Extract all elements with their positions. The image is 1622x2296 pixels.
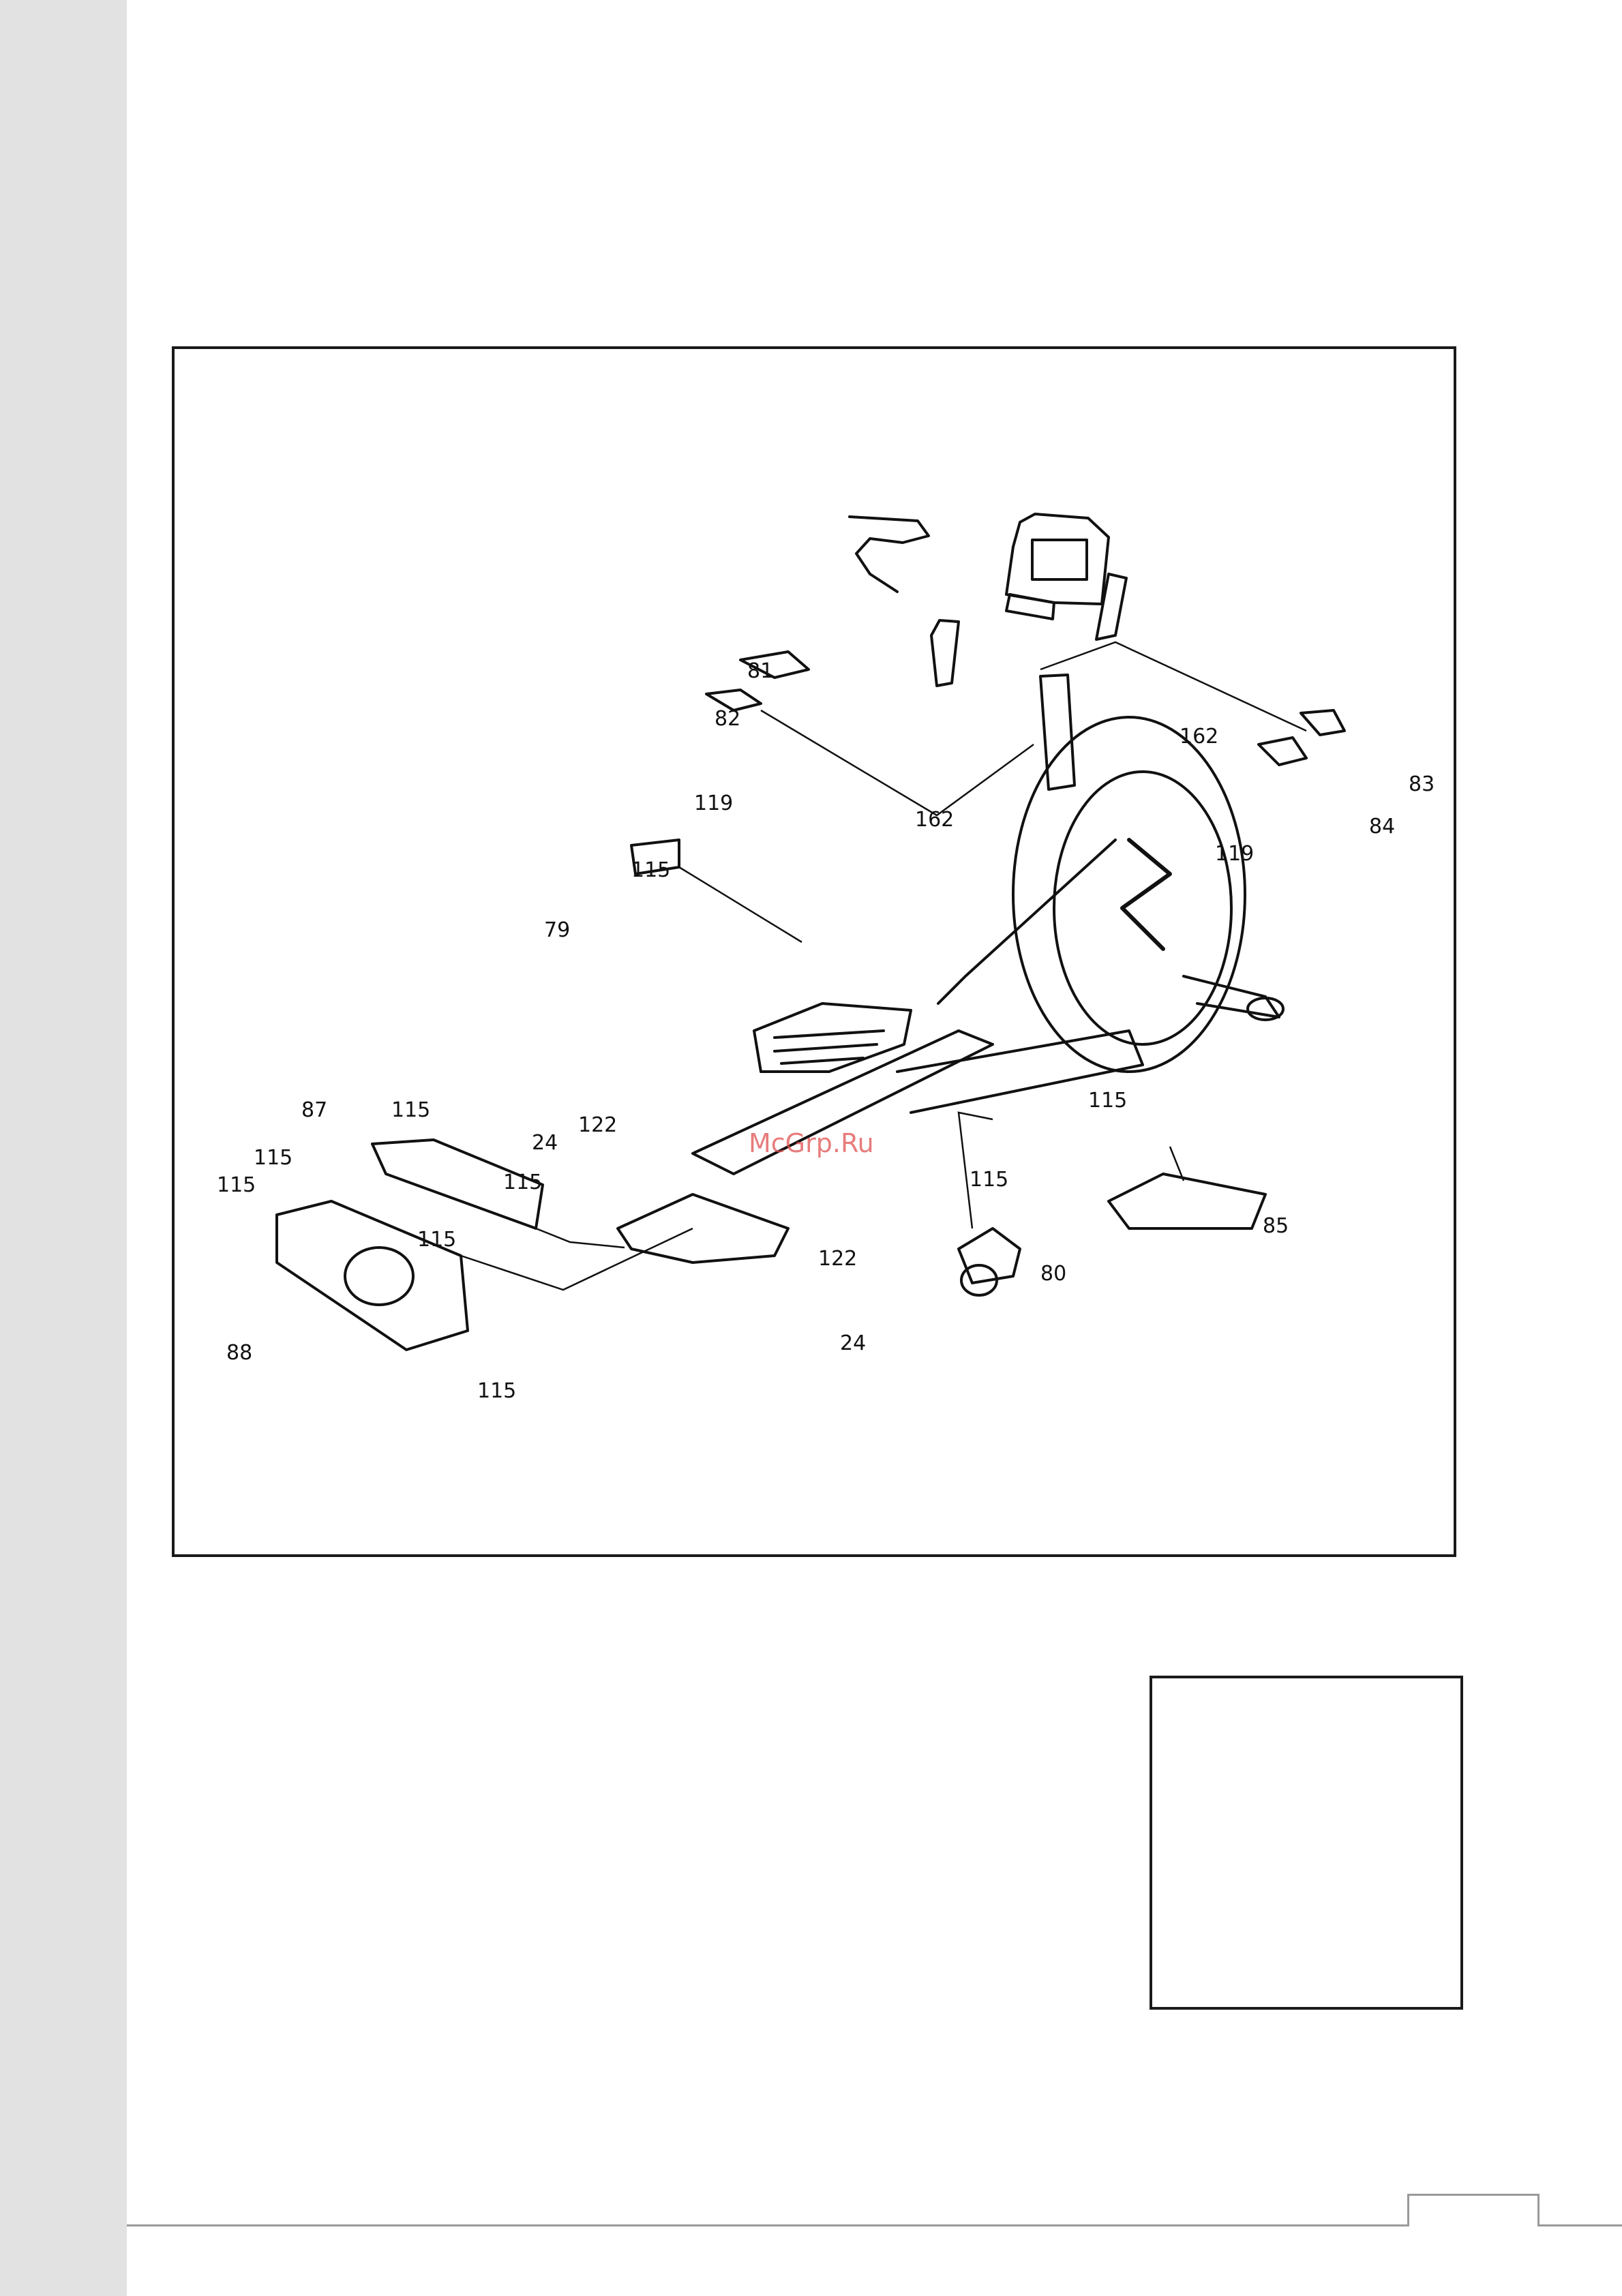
callout-119-left: 119 (694, 791, 733, 815)
leader-87-88 (536, 1228, 625, 1248)
callout-24-b: 24 (840, 1331, 866, 1355)
left-handlebar (850, 517, 929, 592)
cover-88 (277, 1201, 468, 1350)
rear-stabilizer (1184, 976, 1279, 1017)
callout-162-right: 162 (1180, 725, 1218, 749)
flywheel-logo (1122, 840, 1170, 949)
leader-79 (679, 867, 802, 942)
callout-122-a: 122 (578, 1113, 617, 1137)
callout-88: 88 (226, 1341, 252, 1365)
callout-24-a: 24 (532, 1131, 558, 1155)
callout-115-g: 115 (477, 1379, 516, 1403)
console (1006, 514, 1109, 604)
elliptical-trainer-drawing: 81 82 119 162 162 83 84 119 115 79 87 11… (175, 349, 1454, 1554)
callout-122-b: 122 (818, 1247, 857, 1271)
callout-83: 83 (1409, 772, 1435, 796)
exploded-parts-diagram: 81 82 119 162 162 83 84 119 115 79 87 11… (172, 346, 1456, 1557)
cover-85 (1109, 1174, 1265, 1228)
left-margin-strip (0, 0, 127, 2296)
left-grip (931, 620, 959, 686)
callout-115-h: 115 (970, 1168, 1008, 1192)
callout-119-right: 119 (1215, 842, 1254, 866)
callout-82: 82 (715, 707, 740, 731)
cover-84 (1259, 738, 1306, 765)
callout-162-left: 162 (915, 808, 954, 832)
callout-115-b: 115 (391, 1098, 430, 1122)
callout-115-f: 115 (417, 1228, 456, 1252)
watermark: McGrp.Ru (749, 1128, 874, 1158)
callout-80: 80 (1040, 1262, 1066, 1286)
cover-80 (959, 1228, 1020, 1283)
callout-81: 81 (747, 659, 773, 683)
page-number-tab (1407, 2194, 1540, 2226)
callout-115-d: 115 (254, 1146, 292, 1170)
callout-115-a: 115 (631, 858, 670, 882)
footer-rule (127, 2224, 1622, 2226)
callout-115-i: 115 (1088, 1089, 1127, 1113)
callout-79: 79 (544, 918, 570, 942)
leader-162-83 (1040, 642, 1306, 731)
rear-leveler (1248, 998, 1283, 1020)
leader-82-162 (761, 710, 1034, 815)
callout-84: 84 (1369, 815, 1395, 839)
callout-115-e: 115 (217, 1173, 256, 1197)
callout-87: 87 (301, 1098, 327, 1122)
callout-115-c: 115 (503, 1170, 542, 1194)
cover-83 (1301, 710, 1345, 735)
empty-note-box (1150, 1676, 1463, 2010)
callout-85: 85 (1263, 1214, 1289, 1238)
